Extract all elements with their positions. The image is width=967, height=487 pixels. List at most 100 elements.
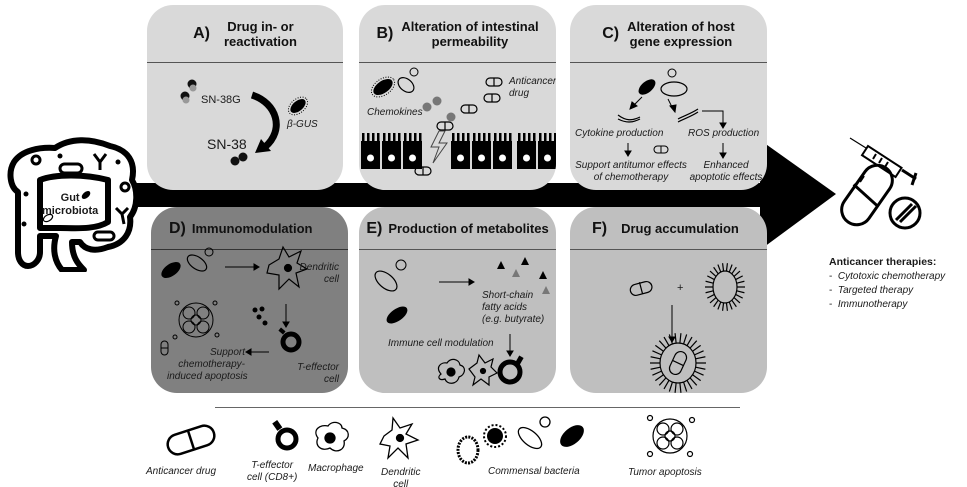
bacteria-cluster-icon <box>638 68 688 97</box>
beta-gus-label: β-GUS <box>287 119 318 130</box>
panel-d-letter: D) <box>169 219 186 237</box>
legend-t-line2: cell (CD8+) <box>247 472 298 483</box>
epithelial-cell <box>361 133 380 169</box>
panel-c-letter: C) <box>602 25 620 42</box>
dendritic-cell-icon <box>379 416 420 460</box>
immune-modulation-label: Immune cell modulation <box>388 338 494 349</box>
scfa-line2: fatty acids <box>482 302 528 313</box>
panel-e-title: Production of metabolites <box>388 220 549 236</box>
enhanced-line1: Enhanced <box>703 160 749 171</box>
support-line1: Support antitumor effects <box>575 160 687 171</box>
chemokines-label: Chemokines <box>367 107 423 118</box>
teffector-line2: cell <box>323 374 339 385</box>
t-effector-icon <box>278 327 302 353</box>
conversion-arrow-icon <box>250 91 280 150</box>
ros-production-label: ROS production <box>688 128 760 139</box>
bacteria-cluster-icon <box>161 247 214 278</box>
panel-f-artwork <box>629 263 745 393</box>
dendritic-cell-icon <box>468 353 499 387</box>
d-support-line2: chemotherapy- <box>178 359 245 370</box>
panel-e-artwork <box>374 257 550 387</box>
dendritic-cell-icon <box>266 245 309 291</box>
bacteria-cluster-icon <box>370 67 419 98</box>
teffector-line1: T-effector <box>297 362 339 373</box>
panel-e-divider <box>359 249 556 250</box>
tablet-icon <box>888 196 922 230</box>
therapy-item: Immunotherapy <box>829 298 945 312</box>
epithelial-cell <box>451 133 470 169</box>
legend-d-line2: cell <box>393 479 409 487</box>
capsule-icons <box>414 77 503 176</box>
chemokine-dots <box>422 96 456 122</box>
legend-d-line1: Dendritic <box>381 467 421 478</box>
panel-b-title-line1: Alteration of intestinal <box>401 18 539 34</box>
panel-f-title: Drug accumulation <box>621 220 739 236</box>
panel-b-artwork <box>361 67 556 176</box>
legend-tumor-apoptosis: Tumor apoptosis <box>628 467 702 478</box>
epithelial-cell <box>517 133 536 169</box>
panel-f-divider <box>570 249 767 250</box>
sn38g-molecule-icon <box>180 79 197 104</box>
macrophage-icon <box>437 358 465 384</box>
bacteria-icon <box>456 416 584 465</box>
sn38g-label: SN-38G <box>201 94 241 106</box>
flow-arrows <box>624 96 727 159</box>
panel-a-title-line2: reactivation <box>223 33 297 49</box>
panel-e-header: E) Production of metabolites <box>359 207 556 249</box>
sn38-molecule-icon <box>230 152 248 166</box>
panel-f-letter: F) <box>592 219 608 237</box>
gut-label-line2: microbiota <box>42 205 99 217</box>
bacterium-icon <box>287 96 309 116</box>
legend-commensal-bacteria: Commensal bacteria <box>488 466 580 477</box>
drug-label-line1: Anticancer <box>509 76 556 87</box>
panel-d-title: Immunomodulation <box>191 220 313 236</box>
drug-label-line2: drug <box>509 88 530 99</box>
legend-macrophage: Macrophage <box>308 463 364 474</box>
scfa-line1: Short-chain <box>482 290 534 301</box>
bacteria-cluster-icon <box>374 259 408 324</box>
capsule-icon <box>629 280 653 297</box>
plus-sign: + <box>677 282 684 294</box>
macrophage-icon <box>315 421 349 452</box>
legend-anticancer-drug: Anticancer drug <box>146 466 217 477</box>
therapy-list: Cytotoxic chemotherapy Targeted therapy … <box>829 270 945 312</box>
panel-c-divider <box>570 62 767 63</box>
tumor-icon <box>172 300 220 340</box>
epithelial-cell <box>472 133 491 169</box>
panel-a-letter: A) <box>193 25 210 42</box>
tumor-icon <box>646 414 696 458</box>
intestine-icon <box>7 137 140 272</box>
bacterium-with-drug-icon <box>650 333 706 393</box>
capsule-icon <box>166 424 216 456</box>
panel-a-title-line1: Drug in- or <box>227 18 294 34</box>
cytokine-dots <box>252 306 268 326</box>
epithelial-cell <box>403 133 422 169</box>
panel-b-title-line2: permeability <box>431 33 509 49</box>
panel-d-divider <box>151 249 348 250</box>
dendritic-line2: cell <box>323 274 339 285</box>
t-cell-icon <box>272 420 299 451</box>
enhanced-line2: apoptotic effects <box>689 172 763 183</box>
epithelium-icon <box>361 133 556 169</box>
panel-b-letter: B) <box>376 25 394 42</box>
capsule-icon <box>653 145 669 154</box>
legend-t-line1: T-effector <box>251 460 294 471</box>
capsule-icon <box>840 163 894 227</box>
epithelial-cell <box>493 133 512 169</box>
cytokine-production-label: Cytokine production <box>575 128 664 139</box>
